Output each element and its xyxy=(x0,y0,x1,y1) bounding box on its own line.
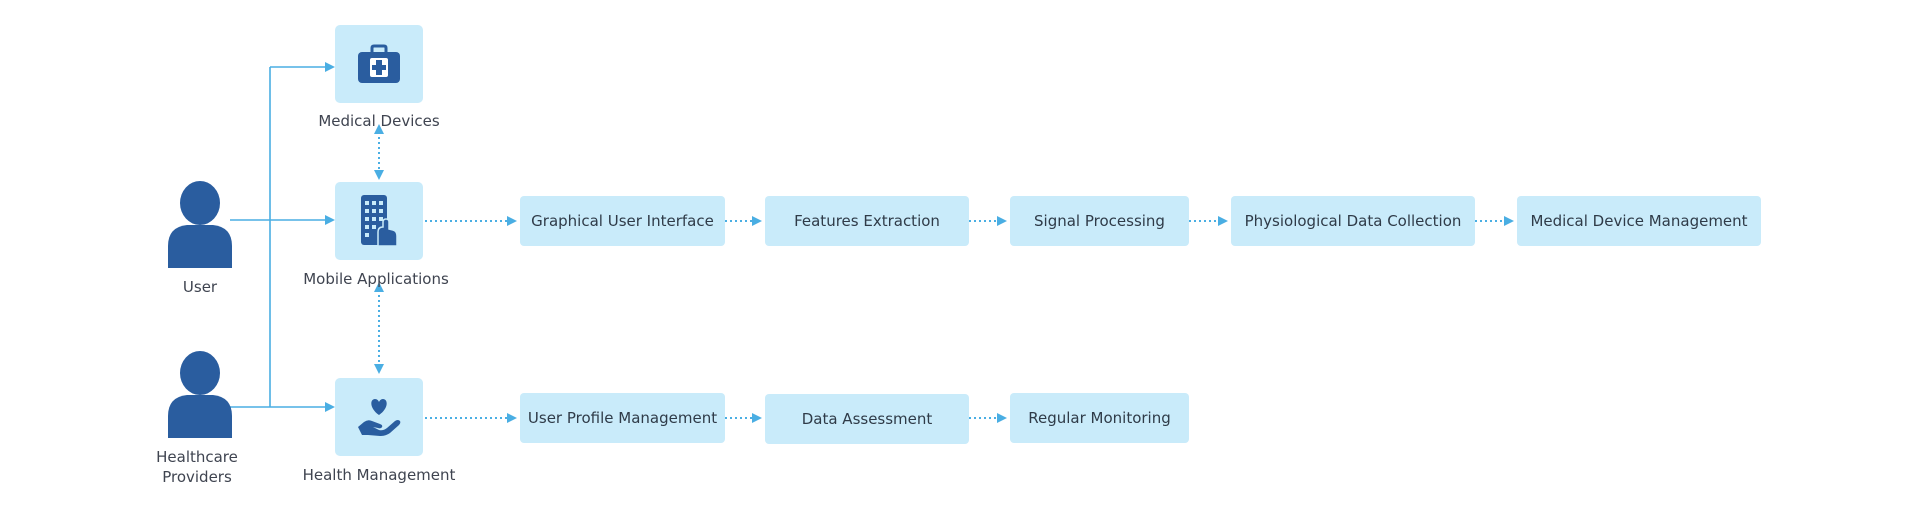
health-management-node xyxy=(335,378,423,456)
medical-device-management-box: Medical Device Management xyxy=(1517,196,1761,246)
provider-person-icon xyxy=(168,351,232,438)
health-management-label: Health Management xyxy=(302,466,456,484)
regular-monitoring-box: Regular Monitoring xyxy=(1010,393,1189,443)
providers-label-line2: Providers xyxy=(162,468,232,486)
providers-label-line1: Healthcare xyxy=(156,448,238,466)
medical-kit-icon xyxy=(358,44,400,83)
user-label: User xyxy=(182,278,218,296)
data-assessment-box: Data Assessment xyxy=(765,394,969,444)
physiological-data-collection-box: Physiological Data Collection xyxy=(1231,196,1475,246)
user-profile-management-box: User Profile Management xyxy=(520,393,725,443)
mobile-applications-node xyxy=(335,182,423,260)
medical-devices-label: Medical Devices xyxy=(318,112,440,130)
medical-devices-node xyxy=(335,25,423,103)
hand-heart-icon xyxy=(358,399,401,436)
providers-label: Healthcare Providers xyxy=(156,447,238,487)
mobile-applications-label: Mobile Applications xyxy=(303,270,449,288)
features-extraction-box: Features Extraction xyxy=(765,196,969,246)
user-person-icon xyxy=(168,181,232,268)
graphical-user-interface-box: Graphical User Interface xyxy=(520,196,725,246)
mobile-phone-icon xyxy=(361,195,398,247)
signal-processing-box: Signal Processing xyxy=(1010,196,1189,246)
